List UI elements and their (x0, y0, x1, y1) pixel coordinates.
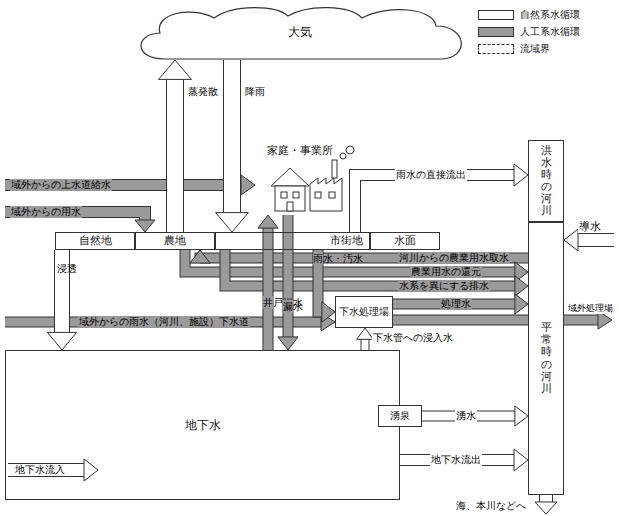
arrow-outline (361, 339, 370, 350)
node-label: 地下水 (185, 419, 221, 431)
arrow-head (216, 213, 249, 232)
arrow-head (190, 250, 210, 263)
flow-arrow (393, 294, 528, 314)
flow-label: 蒸発散 (187, 86, 219, 98)
land-cell: 農地 (135, 232, 215, 250)
land-cell: 市街地 (215, 232, 370, 250)
legend-swatch (478, 27, 514, 37)
spring-box: 湧泉 (378, 405, 422, 427)
arrow-outline (400, 454, 514, 466)
note-label: 域外からの上水道給水 (10, 179, 112, 191)
flow-label: 井戸揚水 (263, 296, 273, 309)
note-label: 導水 (578, 221, 602, 233)
river-flood: 洪水時の河川 (528, 140, 564, 222)
arrow-fill (55, 250, 69, 332)
flow-label: 地下水流出 (430, 454, 482, 466)
arrow-fill (167, 79, 183, 232)
arrow-outline (283, 215, 294, 337)
flow-label: 処理水 (440, 298, 472, 310)
flow-label: 水系を異にする排水 (398, 280, 490, 292)
flow-arrow (422, 406, 528, 426)
flow-arrow-static (8, 459, 98, 481)
flow-arrow (357, 328, 374, 350)
legend-row: 人工系水循環 (478, 25, 580, 39)
flow-arrow (258, 215, 278, 350)
node-label: 家庭・事業所 (267, 145, 333, 157)
home-office-node: 家庭・事業所 (255, 145, 345, 215)
arrow-outline (355, 175, 514, 232)
arrow-head (159, 60, 192, 79)
arrow-head (514, 164, 528, 186)
arrow-fill (362, 339, 369, 350)
flow-label: 雨水の直接流出 (395, 169, 467, 181)
node-label: 農地 (164, 235, 186, 247)
arrow-fill (400, 455, 514, 465)
groundwater-box: 地下水 (5, 350, 400, 500)
land-cell: 自然地 (55, 232, 135, 250)
node-label: 水面 (394, 235, 416, 247)
flow-label: 河川からの農業用水取水 (398, 252, 510, 264)
node-label: 平常時の河川 (541, 322, 552, 395)
land-cell: 水面 (370, 232, 440, 250)
note-label: 海、本川などへ (455, 500, 527, 512)
flow-label: 農業用水の還元 (410, 266, 482, 278)
flow-label: 浸透 (57, 262, 67, 275)
arrow-fill (224, 60, 240, 213)
arrow-outline (422, 411, 515, 422)
arrow-head (357, 328, 374, 339)
flow-arrow (185, 250, 528, 282)
arrow-outline (263, 228, 274, 350)
node-label: 市街地 (330, 235, 363, 247)
arrow-head (514, 449, 528, 471)
flow-arrow (400, 449, 528, 471)
atmosphere-cloud: 大気 (130, 4, 470, 60)
arrow-outline (166, 79, 184, 232)
legend-swatch (478, 44, 514, 54)
node-label: 下水処理場 (339, 306, 389, 318)
arrow-head (515, 276, 528, 296)
note-label: 地下水流入 (14, 464, 66, 476)
legend-swatch (478, 10, 514, 20)
cloud-path (141, 8, 461, 59)
flow-arrow-static (535, 494, 557, 514)
river-normal: 平常時の河川 (528, 222, 564, 495)
arrow-outline (54, 250, 70, 332)
arrow-fill (355, 175, 514, 232)
node-label: 湧泉 (390, 410, 410, 422)
arrow-head (515, 406, 528, 426)
arrow-fill (264, 228, 273, 350)
flow-label: 下水管への浸入水 (372, 332, 454, 344)
note-label: 域外からの用水 (10, 206, 82, 218)
node-label: 大気 (288, 26, 312, 38)
arrow-outline (223, 60, 241, 213)
flow-label: 雨水・汚水 (313, 252, 323, 265)
legend-text: 流域界 (520, 42, 550, 56)
flow-arrow-static (5, 175, 255, 195)
node-label: 洪水時の河川 (541, 145, 552, 218)
arrow-head (515, 294, 528, 314)
legend-row: 流域界 (478, 42, 550, 56)
flow-label: 湧水 (455, 410, 477, 422)
note-label: 域外処理場 (567, 302, 614, 314)
arrow-outline (393, 299, 515, 310)
flow-arrow (190, 250, 528, 263)
legend-text: 自然系水循環 (520, 8, 580, 22)
note-label: 域外からの雨水（河川、施設）下水道 (78, 316, 250, 328)
arrow-head (47, 332, 76, 350)
flow-arrow (278, 215, 298, 350)
arrow-fill (284, 215, 293, 337)
flow-arrow (355, 164, 528, 232)
flow-label: 漏水 (283, 300, 293, 313)
arrow-head (258, 215, 278, 228)
flow-label: 降雨 (244, 86, 266, 98)
legend-text: 人工系水循環 (520, 25, 580, 39)
arrow-head (322, 302, 335, 322)
arrow-head (278, 337, 298, 350)
treatment-plant: 下水処理場 (335, 296, 393, 328)
node-label: 自然地 (79, 235, 112, 247)
flow-arrow (47, 250, 76, 350)
legend-row: 自然系水循環 (478, 8, 580, 22)
